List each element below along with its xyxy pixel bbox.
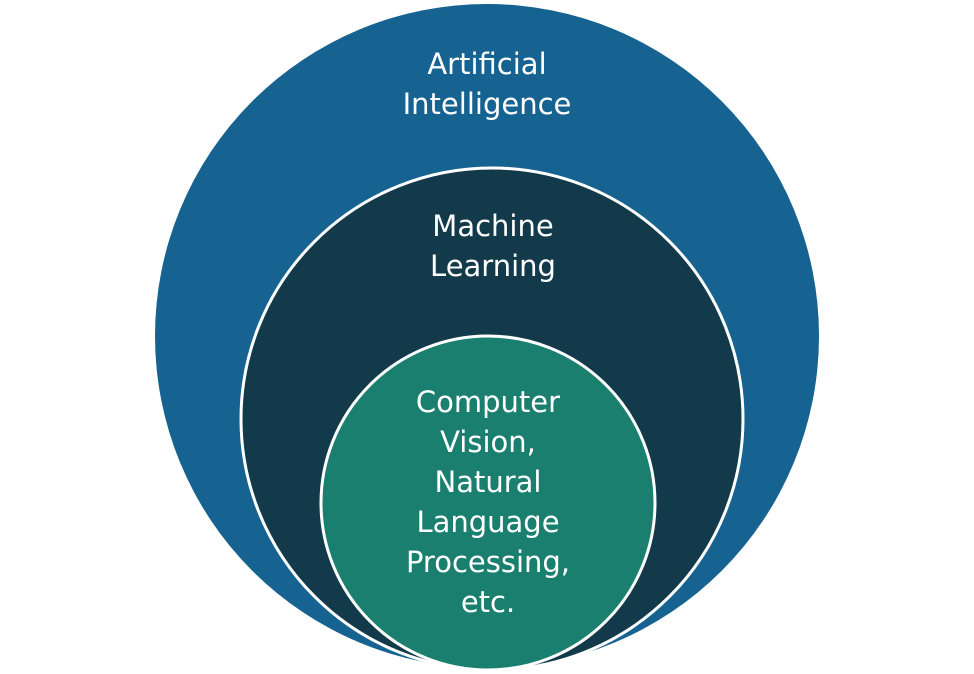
ai-label: Artificial Intelligence	[402, 47, 572, 121]
cv-nlp-circle	[319, 334, 657, 672]
cv-nlp-label: Computer Vision, Natural Language Proces…	[405, 385, 571, 619]
ml-label: Machine Learning	[430, 209, 556, 283]
